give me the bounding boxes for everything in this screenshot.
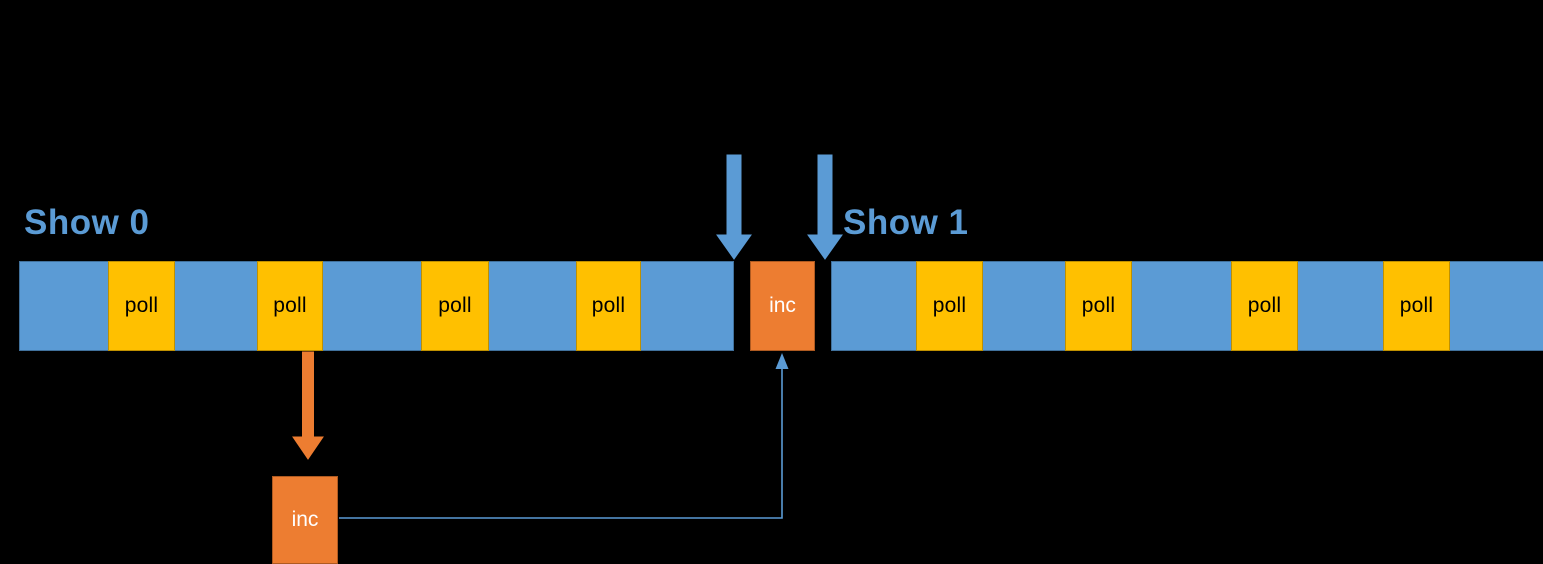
poll-block-label: poll	[1081, 294, 1116, 317]
timeline-idle-block	[175, 261, 257, 351]
timeline-poll-block[interactable]: poll	[576, 261, 641, 351]
show0-tick-arrow	[716, 154, 752, 260]
show1-tick-arrow	[807, 154, 843, 260]
timeline-idle-block	[983, 261, 1065, 351]
detached-inc-block[interactable]: inc	[272, 476, 338, 564]
poll-block-label: poll	[124, 294, 159, 317]
poll-to-inc-arrow	[292, 351, 324, 460]
timeline-idle-block	[641, 261, 734, 351]
poll-block-label: poll	[591, 294, 626, 317]
timeline-idle-block	[831, 261, 916, 351]
timeline-poll-block[interactable]: poll	[1065, 261, 1132, 351]
show-0-label: Show 0	[24, 203, 150, 242]
timeline-poll-block[interactable]: poll	[1231, 261, 1298, 351]
timeline-inc-block[interactable]: inc	[750, 261, 815, 351]
poll-block-label: poll	[1247, 294, 1282, 317]
detached-inc-label: inc	[291, 508, 319, 531]
timeline-idle-block	[1132, 261, 1231, 351]
timeline-idle-block	[1298, 261, 1383, 351]
poll-block-label: poll	[273, 294, 307, 317]
timeline-poll-block[interactable]: poll	[257, 261, 323, 351]
inc-return-connector	[339, 353, 789, 519]
timeline-idle-block	[19, 261, 108, 351]
poll-block-label: poll	[438, 294, 472, 317]
timeline-poll-block[interactable]: poll	[421, 261, 489, 351]
timeline-poll-block[interactable]: poll	[108, 261, 175, 351]
timeline-poll-block[interactable]: poll	[1383, 261, 1450, 351]
timeline-idle-block	[323, 261, 421, 351]
poll-block-label: poll	[1399, 294, 1434, 317]
inc-block-label: inc	[769, 294, 796, 317]
timeline-poll-block[interactable]: poll	[916, 261, 983, 351]
show-1-label: Show 1	[843, 203, 969, 242]
timeline-idle-block	[1450, 261, 1543, 351]
poll-block-label: poll	[932, 294, 967, 317]
timeline-idle-block	[489, 261, 576, 351]
